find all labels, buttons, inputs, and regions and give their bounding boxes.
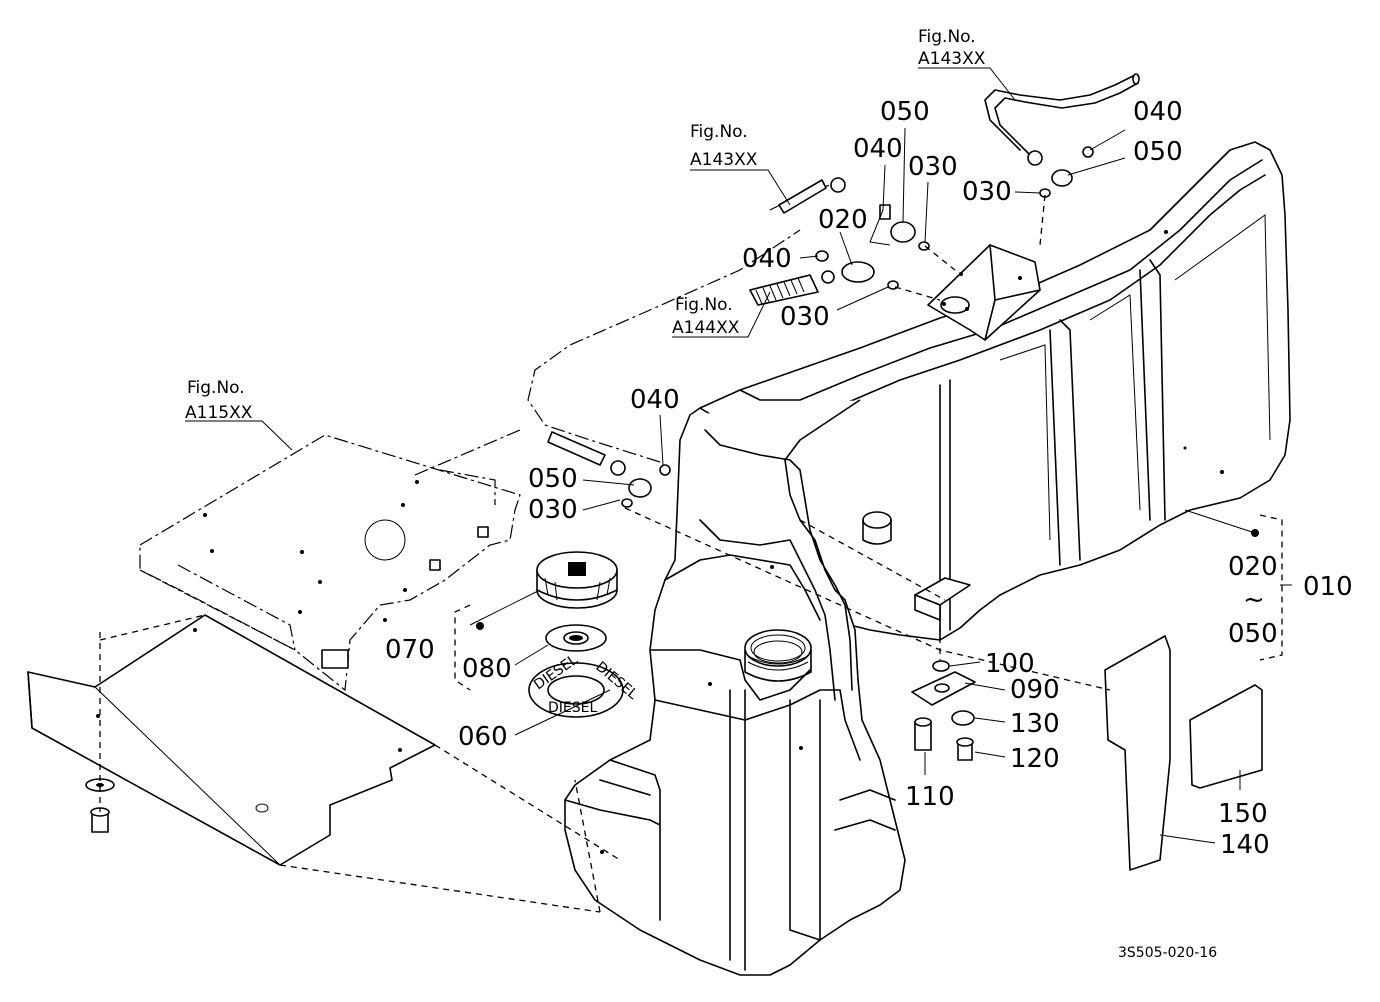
fig-ref-a144-line1: Fig.No. — [675, 295, 733, 315]
label-020-upper: 020 — [818, 205, 868, 235]
fuel-tank — [564, 141, 1291, 976]
leader-lines — [99, 67, 1292, 913]
label-range-tilde: ~ — [1243, 585, 1265, 615]
label-030-mid: 030 — [780, 302, 830, 332]
label-030-top-right: 030 — [962, 177, 1012, 207]
label-070: 070 — [385, 635, 435, 665]
fig-ref-a143-mid-line2: A143XX — [690, 150, 758, 170]
label-050-top-right: 050 — [1133, 137, 1183, 167]
label-040-mid: 040 — [742, 244, 792, 274]
label-030-left: 030 — [528, 495, 578, 525]
fig-ref-a143-top-line1: Fig.No. — [918, 27, 976, 47]
label-060: 060 — [458, 722, 508, 752]
fig-ref-a143-mid-line1: Fig.No. — [690, 122, 748, 142]
fig-ref-a115-line2: A115XX — [185, 403, 253, 423]
label-040-upper: 040 — [853, 134, 903, 164]
label-150: 150 — [1218, 799, 1268, 829]
label-040-top-right: 040 — [1133, 97, 1183, 127]
label-030-upper: 030 — [908, 152, 958, 182]
fig-ref-a115-line1: Fig.No. — [187, 378, 245, 398]
label-110: 110 — [905, 782, 955, 812]
fig-ref-a143-top-line2: A143XX — [918, 49, 986, 69]
label-100: 100 — [985, 649, 1035, 679]
label-130: 130 — [1010, 709, 1060, 739]
fittings — [610, 146, 1094, 761]
label-020-range: 020 — [1228, 552, 1278, 582]
fig-ref-a144-line2: A144XX — [672, 318, 740, 338]
label-120: 120 — [1010, 744, 1060, 774]
label-050-upper: 050 — [880, 97, 930, 127]
mount-plate — [27, 429, 521, 866]
label-050-range: 050 — [1228, 619, 1278, 649]
label-plates — [1104, 635, 1263, 871]
label-090: 090 — [1010, 675, 1060, 705]
drawing-code: 3S505-020-16 — [1118, 945, 1217, 961]
label-010: 010 — [1303, 572, 1353, 602]
hose-lines — [527, 73, 1140, 466]
label-080: 080 — [462, 654, 512, 684]
part-number-labels: 050 040 050 040 030 030 020 040 030 040 … — [385, 97, 1353, 860]
sender-bracket — [927, 244, 1041, 341]
label-040-left: 040 — [630, 385, 680, 415]
label-140: 140 — [1220, 830, 1270, 860]
label-050-left: 050 — [528, 464, 578, 494]
fuel-cap-assembly: DIESEL DIESEL DIESEL — [528, 551, 641, 718]
figure-references: Fig.No. A143XX Fig.No. A143XX Fig.No. A1… — [185, 27, 986, 423]
